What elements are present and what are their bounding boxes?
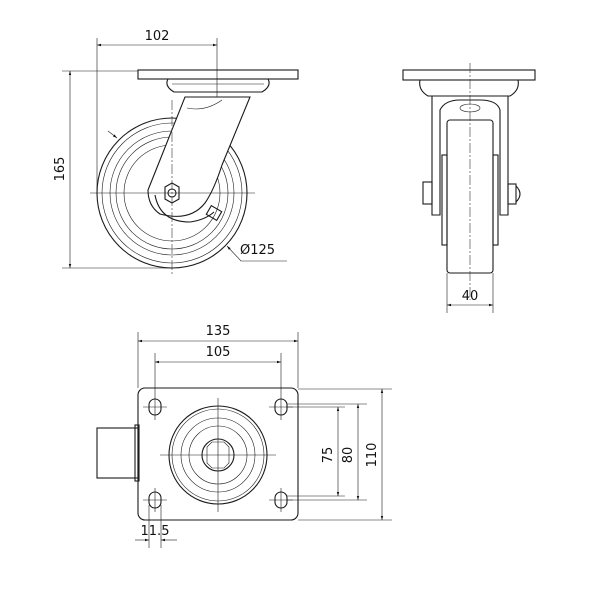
fork-arm [147,96,251,217]
dim-80: 80 [341,447,356,464]
brake-pedal [96,427,139,479]
front-view: 102 165 Ø125 [53,29,299,275]
top-view: 135 105 75 80 110 11.5 [96,324,392,548]
mounting-plate-side [402,69,536,81]
axle-nut-left [422,181,433,205]
mounting-plate [137,69,299,80]
dim-11-5: 11.5 [141,524,170,539]
plate-top [137,387,299,521]
side-view: 40 [402,63,536,313]
dim-110: 110 [365,443,380,468]
dim-105: 105 [206,345,231,360]
brake-tab [205,204,223,222]
dim-40: 40 [462,289,479,304]
axle-nut-right [507,183,517,205]
swivel-bearing [166,78,270,93]
dim-diameter-125: Ø125 [240,243,275,258]
dim-135: 135 [206,324,231,339]
dim-165: 165 [53,157,68,182]
dim-75: 75 [321,447,336,464]
dim-102: 102 [145,29,170,44]
